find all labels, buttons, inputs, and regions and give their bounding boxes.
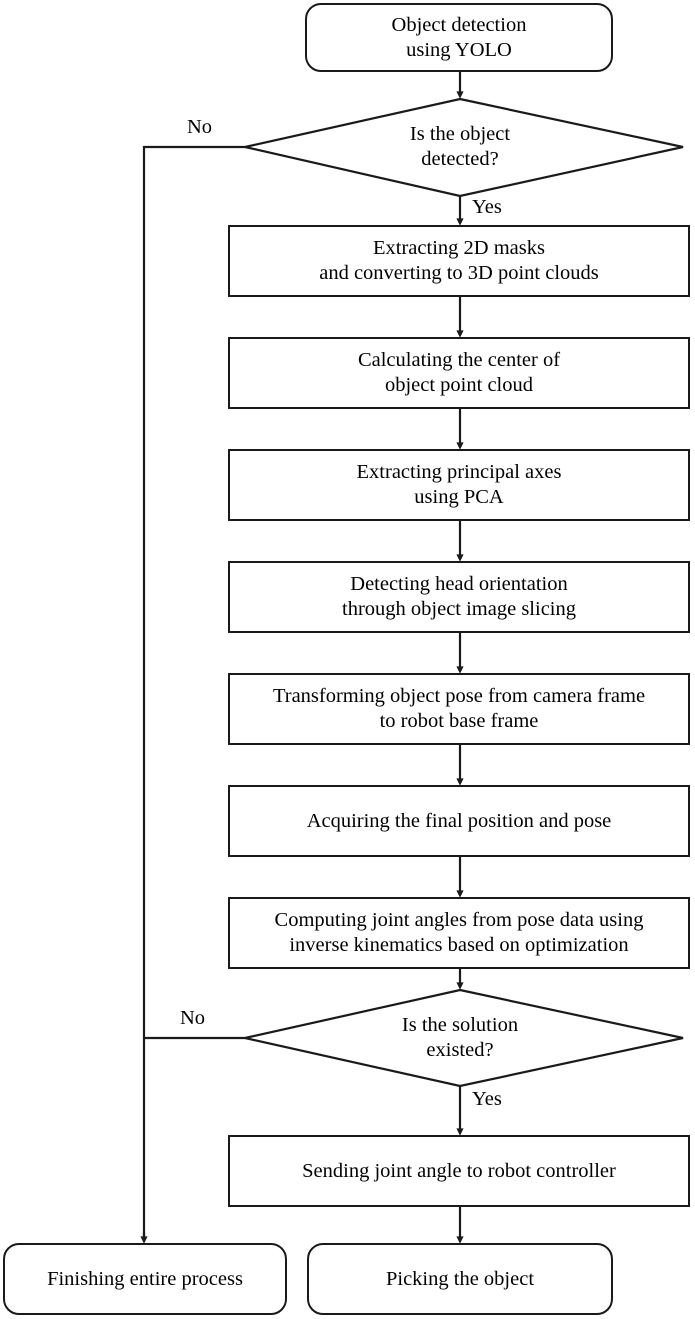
node-pick-object[interactable]: Picking the object: [307, 1243, 613, 1315]
node-decision-object-detected-label: Is the object detected?: [409, 123, 511, 170]
node-extract-pca[interactable]: Extracting principal axes using PCA: [228, 449, 690, 521]
edge-label-decision2-yes: Yes: [472, 1088, 502, 1110]
node-decision-solution-existed[interactable]: Is the solution existed?: [330, 995, 590, 1081]
node-acquire-final-pose-label: Acquiring the final position and pose: [306, 809, 612, 832]
node-extract-pca-label: Extracting principal axes using PCA: [356, 461, 562, 508]
node-detect-head-orientation[interactable]: Detecting head orientation through objec…: [228, 561, 690, 633]
node-compute-joint-angles-label: Computing joint angles from pose data us…: [274, 909, 644, 956]
node-detect-head-orientation-label: Detecting head orientation through objec…: [342, 573, 576, 620]
node-start[interactable]: Object detection using YOLO: [305, 3, 613, 72]
node-finish-process[interactable]: Finishing entire process: [3, 1243, 287, 1315]
node-start-label: Object detection using YOLO: [391, 13, 527, 61]
edge-label-decision2-no: No: [180, 1007, 206, 1029]
node-compute-joint-angles[interactable]: Computing joint angles from pose data us…: [228, 897, 690, 969]
node-transform-pose[interactable]: Transforming object pose from camera fra…: [228, 673, 690, 745]
node-acquire-final-pose[interactable]: Acquiring the final position and pose: [228, 785, 690, 857]
node-pick-object-label: Picking the object: [385, 1267, 535, 1290]
node-extract-masks-label: Extracting 2D masks and converting to 3D…: [319, 237, 599, 284]
node-transform-pose-label: Transforming object pose from camera fra…: [272, 685, 646, 732]
node-send-joint-angle-label: Sending joint angle to robot controller: [302, 1159, 616, 1182]
node-extract-masks[interactable]: Extracting 2D masks and converting to 3D…: [228, 225, 690, 297]
node-calculate-center-label: Calculating the center of object point c…: [357, 349, 561, 396]
edge-label-decision1-no: No: [187, 116, 213, 138]
node-send-joint-angle[interactable]: Sending joint angle to robot controller: [228, 1135, 690, 1207]
node-finish-process-label: Finishing entire process: [47, 1267, 243, 1290]
node-decision-solution-existed-label: Is the solution existed?: [401, 1014, 519, 1061]
edge-label-decision1-yes: Yes: [472, 196, 502, 218]
node-calculate-center[interactable]: Calculating the center of object point c…: [228, 337, 690, 409]
node-decision-object-detected[interactable]: Is the object detected?: [330, 104, 590, 190]
